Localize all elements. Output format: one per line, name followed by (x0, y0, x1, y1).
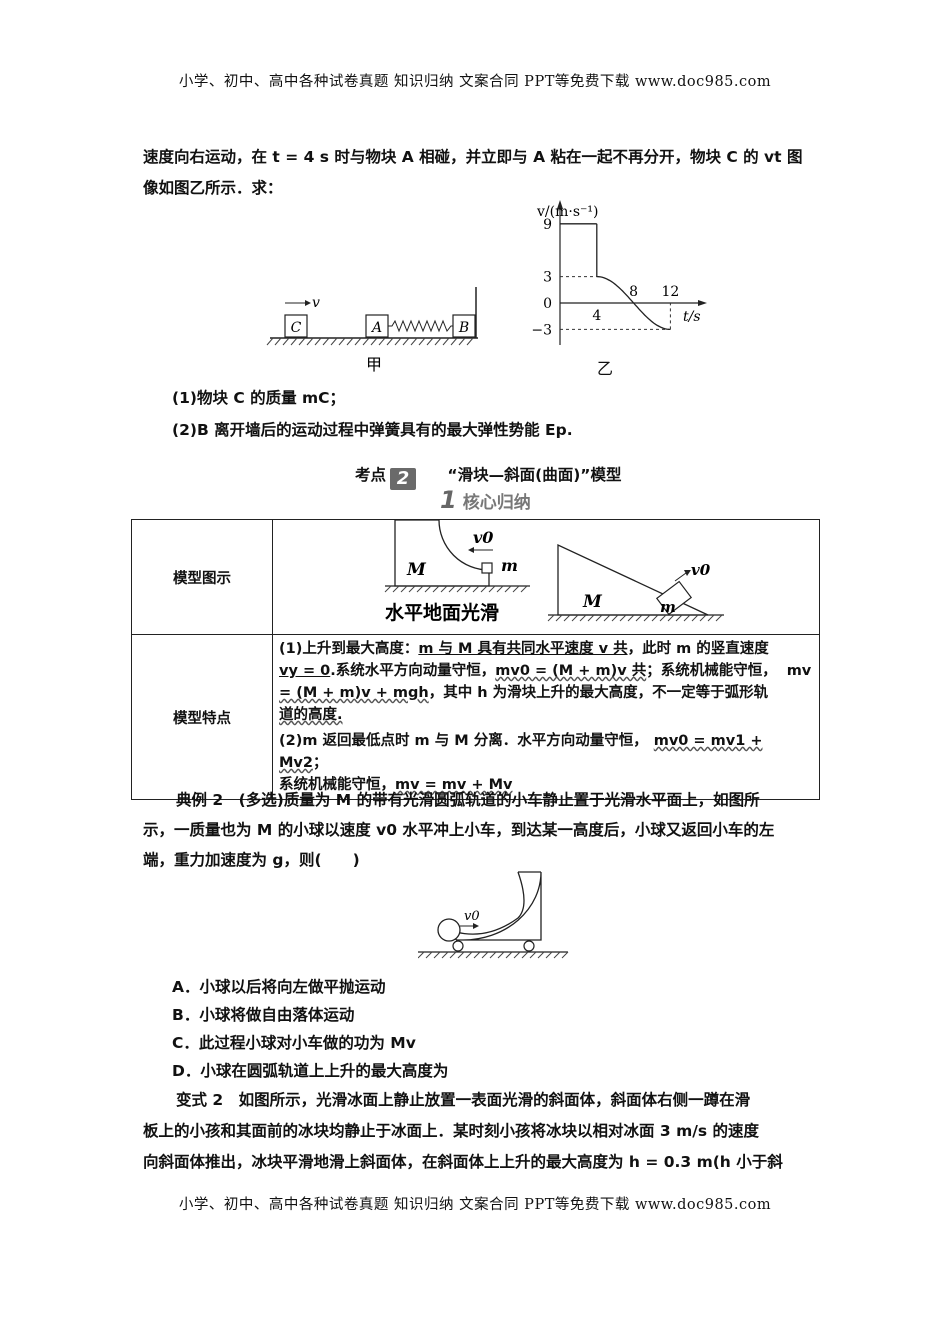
figure-jia-caption: 甲 (366, 355, 382, 374)
model-table: 模型图示 M m v0 (131, 519, 820, 800)
x-tick-label-1: 8 (629, 284, 638, 300)
intro-line-2: 像如图乙所示．求： (143, 179, 283, 197)
variant-line-2: 板上的小孩和其面前的冰块均静止于冰面上．某时刻小孩将冰块以相对冰面 3 m/s … (143, 1122, 760, 1140)
figure-jia: C v A B 甲 (266, 287, 478, 374)
row-label-features: 模型特点 (131, 634, 273, 800)
feature-1-line-3: = (M + m)v + mgh，其中 h 为滑块上升的最大高度，不一定等于弧形… (279, 685, 769, 701)
fig1-m-label: m (501, 556, 518, 575)
block-a-label: A (370, 320, 382, 336)
option-c: C．此过程小球对小车做的功为 Mv (172, 1034, 416, 1052)
option-a: A．小球以后将向左做平抛运动 (172, 978, 386, 996)
x-axis-label: t/s (683, 309, 701, 325)
fig1-caption: 水平地面光滑 (385, 601, 499, 624)
y-tick-label-3: −3 (531, 322, 552, 338)
core-number: 1 (440, 486, 457, 514)
example-line-2: 示，一质量也为 M 的小球以速度 v0 水平冲上小车，到达某一高度后，小球又返回… (143, 821, 775, 839)
question-1: (1)物块 C 的质量 mC； (172, 389, 346, 407)
table-row-features: 模型特点 (1)上升到最大高度：m 与 M 具有共同水平速度 v 共，此时 m … (131, 634, 820, 800)
page-header: 小学、初中、高中各种试卷真题 知识归纳 文案合同 PPT等免费下载 www.do… (178, 74, 772, 90)
spring (388, 319, 453, 333)
core-text: 核心归纳 (462, 493, 531, 513)
velocity-label: v (312, 295, 320, 311)
fig2-m-label: m (660, 598, 676, 616)
fig1-M-label: M (406, 560, 427, 580)
page-footer: 小学、初中、高中各种试卷真题 知识归纳 文案合同 PPT等免费下载 www.do… (178, 1197, 772, 1213)
y-axis-label: v/(m·s⁻¹) (536, 204, 598, 220)
model-diagrams: M m v0 水平地面光滑 (384, 519, 724, 624)
block-c (284, 314, 308, 338)
fig2-M-label: M (582, 592, 603, 612)
section-heading: “滑块—斜面(曲面)”模型 (447, 466, 622, 484)
example-line-3: 端，重力加速度为 g，则( ) (143, 851, 360, 869)
variant-line-1: 变式 2 如图所示，光滑冰面上静止放置一表面光滑的斜面体，斜面体右侧一蹲在滑 (176, 1091, 751, 1109)
y-tick-label-0: 9 (543, 217, 552, 233)
block-c-label: C (291, 320, 302, 336)
fig2-v-label: v0 (691, 561, 711, 579)
y-tick-label-2: 0 (543, 296, 552, 312)
option-d: D．小球在圆弧轨道上上升的最大高度为 (172, 1062, 449, 1080)
example-figure: v0 (418, 871, 569, 959)
ball (437, 918, 461, 942)
y-tick-label-1: 3 (543, 270, 552, 286)
diagram-cell: M m v0 水平地面光滑 (272, 519, 820, 635)
features-cell: (1)上升到最大高度：m 与 M 具有共同水平速度 v 共，此时 m 的竖直速度… (272, 634, 820, 800)
example-line-1: 典例 2 (多选)质量为 M 的带有光滑圆弧轨道的小车静止置于光滑水平面上，如图… (176, 791, 760, 809)
feature-1-line-1: (1)上升到最大高度：m 与 M 具有共同水平速度 v 共，此时 m 的竖直速度 (279, 641, 769, 657)
series-curve (596, 275, 671, 331)
section-number-badge: 2 (390, 468, 417, 490)
block-b (452, 314, 476, 338)
x-tick-label-0: 4 (592, 308, 601, 324)
feature-1-line-4: 道的高度. (279, 707, 343, 723)
feature-2-line-1: (2)m 返回最低点时 m 与 M 分离．水平方向动量守恒，mv0 = mv1 … (279, 733, 763, 771)
variant-line-3: 向斜面体推出，冰块平滑地滑上斜面体，在斜面体上上升的最大高度为 h = 0.3 … (143, 1153, 783, 1171)
option-b: B．小球将做自由落体运动 (172, 1006, 355, 1024)
vt-chart: v/(m·s⁻¹) t/s 9 3 0 −3 4 8 12 (531, 200, 707, 345)
section-prefix: 考点 (355, 466, 387, 484)
example-v-label: v0 (464, 909, 480, 924)
x-tick-label-2: 12 (661, 284, 679, 300)
feature-1-line-2: vy = 0.系统水平方向动量守恒，mv0 = (M + m)v 共；系统机械能… (279, 663, 812, 679)
intro-line-1: 速度向右运动，在 t = 4 s 时与物块 A 相碰，并立即与 A 粘在一起不再… (143, 148, 803, 166)
figure-yi-caption: 乙 (597, 359, 614, 378)
row-label-diagram: 模型图示 (131, 519, 273, 635)
block-b-label: B (458, 320, 469, 336)
feature-2-line-2: 系统机械能守恒，mv = mv + Mv (279, 777, 513, 793)
question-2: (2)B 离开墙后的运动过程中弹簧具有的最大弹性势能 Ep. (172, 421, 573, 439)
fig1-v-label: v0 (473, 528, 493, 547)
table-row-diagram: 模型图示 M m v0 (131, 519, 820, 635)
